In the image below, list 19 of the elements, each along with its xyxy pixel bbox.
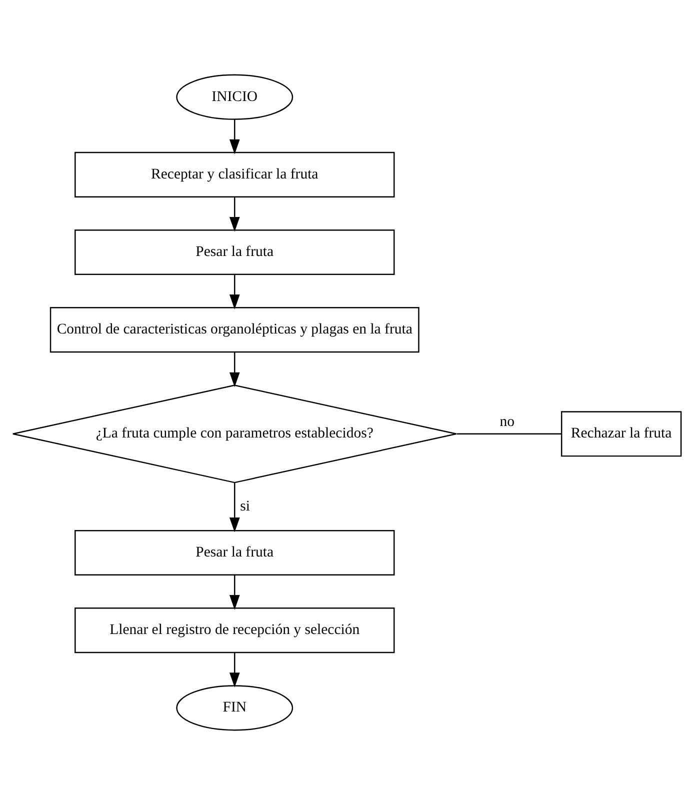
node-ellipse: FIN: [176, 684, 294, 730]
node-box: Pesar la fruta: [74, 228, 395, 275]
arrow: [229, 574, 240, 610]
node-box: Receptar y clasificar la fruta: [74, 151, 395, 197]
edge-label: si: [240, 498, 250, 514]
node-box: Rechazar la fruta: [560, 410, 682, 456]
node-box: Control de caracteristicas organolépticas y plagas en la fruta: [50, 306, 420, 352]
node-box: Pesar la fruta: [74, 529, 395, 576]
arrow: [229, 482, 240, 532]
connector: [456, 432, 562, 434]
arrow: [229, 352, 240, 387]
arrow: [229, 196, 240, 232]
arrow: [229, 652, 240, 687]
arrow: [229, 119, 240, 154]
node-box: Llenar el registro de recepción y selección: [74, 607, 395, 653]
edge-label: no: [500, 414, 514, 430]
node-diamond: ¿La fruta cumple con parametros establecidos?: [12, 384, 457, 483]
arrow: [229, 274, 240, 309]
node-ellipse: INICIO: [176, 74, 294, 120]
